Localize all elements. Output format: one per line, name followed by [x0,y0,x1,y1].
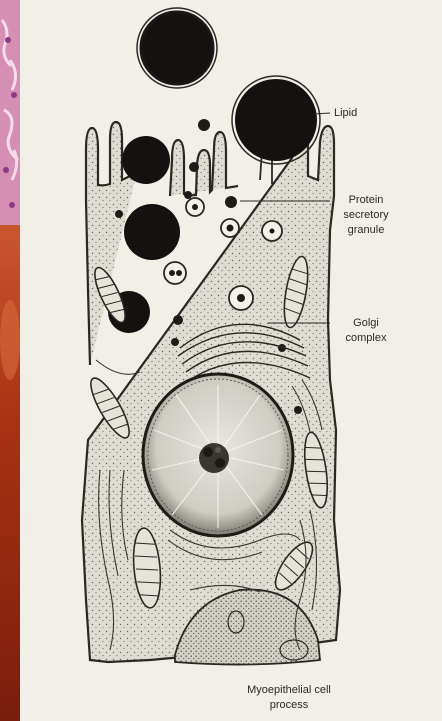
label-golgi-complex: Golgi complex [334,316,398,346]
label-protein-secretory-granule: Protein secretory granule [334,193,398,238]
label-lipid: Lipid [334,106,357,121]
label-myoepithelial-cell-process: Myoepithelial cell process [224,683,354,713]
nucleolus [199,443,229,473]
nucleus [143,374,293,536]
